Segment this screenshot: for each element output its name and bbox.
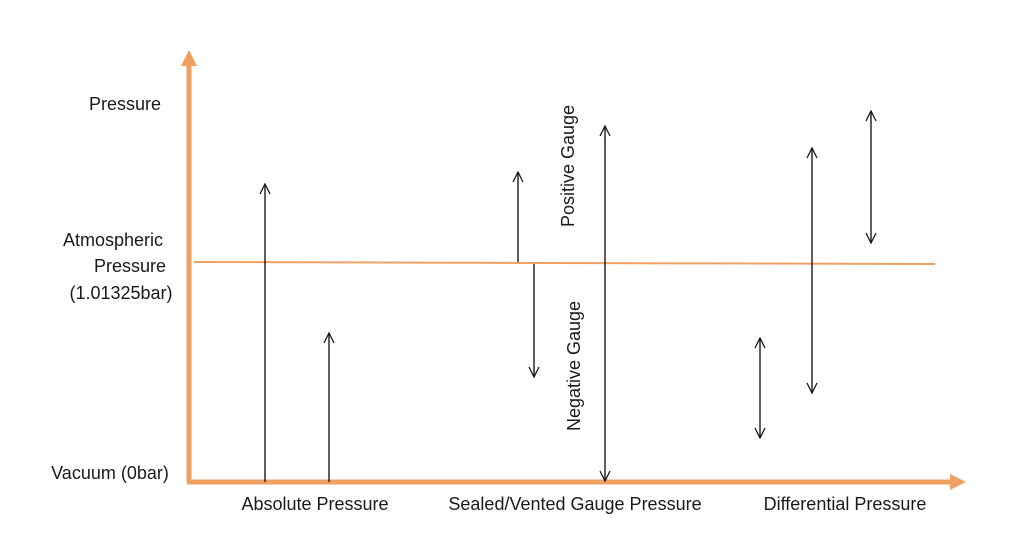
category-absolute-pressure: Absolute Pressure xyxy=(241,494,388,514)
negative-gauge-label: Negative Gauge xyxy=(564,301,584,431)
y-axis-vacuum-label: Vacuum (0bar) xyxy=(51,463,169,483)
y-axis-top-label: Pressure xyxy=(89,94,161,114)
category-gauge-pressure: Sealed/Vented Gauge Pressure xyxy=(448,494,701,514)
atmospheric-label-line-2: Pressure xyxy=(94,256,166,276)
positive-gauge-label: Positive Gauge xyxy=(558,105,578,227)
atmospheric-label-line-3: (1.01325bar) xyxy=(69,283,172,303)
atmospheric-pressure-line xyxy=(193,261,936,265)
category-differential-pressure: Differential Pressure xyxy=(764,494,927,514)
atmospheric-label-line-1: Atmospheric xyxy=(63,230,163,250)
